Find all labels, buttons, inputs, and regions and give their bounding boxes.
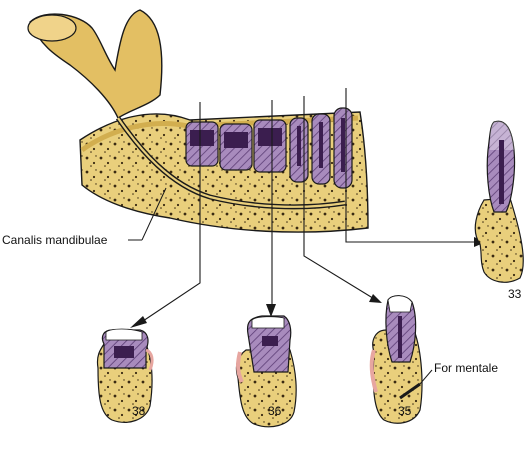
canal-label: Canalis mandibulae: [2, 233, 108, 247]
cross-section-36: 36: [235, 315, 297, 428]
section-arrowheads: [130, 237, 486, 328]
mandible-ramus: [27, 9, 163, 120]
cross-section-33: 33: [474, 120, 524, 301]
cross-section-35: For mentale 35: [369, 295, 498, 424]
label-38: 38: [132, 404, 146, 418]
arrowhead-36: [266, 304, 276, 317]
jaw-canine-33: [333, 107, 353, 189]
section-line-33: [345, 88, 480, 243]
jaw-teeth: [185, 107, 353, 189]
jaw-premolar-34: [311, 113, 331, 185]
jaw-molar-37: [219, 123, 253, 171]
jaw-premolar-35: [289, 117, 309, 183]
cross-section-38: 38: [96, 328, 154, 423]
jaw-molar-38: [185, 121, 219, 167]
arrowhead-35: [369, 294, 382, 303]
canal-leader-line: [141, 187, 167, 241]
jaw-molar-36: [253, 119, 287, 173]
section-line-35: [303, 96, 377, 301]
arrowhead-38: [130, 316, 147, 328]
label-33: 33: [508, 287, 522, 301]
section-line-38: [136, 102, 201, 326]
label-35: 35: [398, 404, 412, 418]
foramen-label: For mentale: [434, 361, 498, 375]
label-36: 36: [268, 404, 282, 418]
